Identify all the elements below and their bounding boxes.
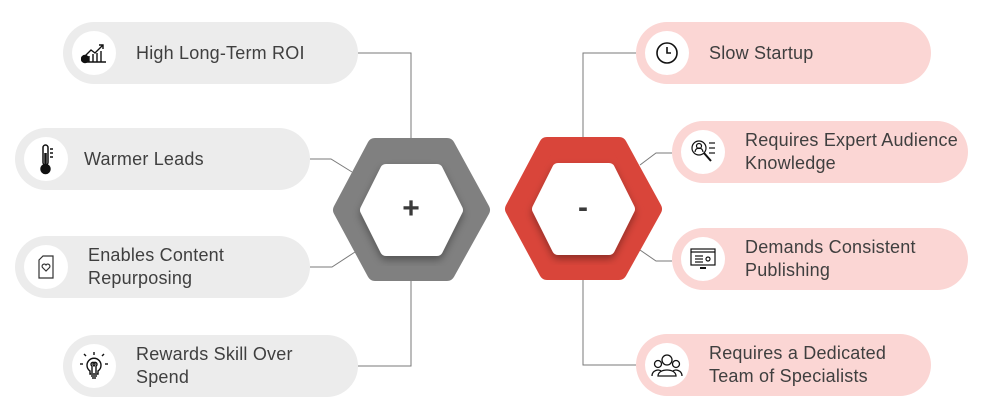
audience-search-icon xyxy=(681,130,725,174)
con-item-label: Requires a Dedicated Team of Specialists xyxy=(709,343,887,386)
pro-item-label: Enables Content Repurposing xyxy=(88,245,225,288)
connector-line xyxy=(358,280,412,367)
con-item-consistent-publishing: Demands Consistent Publishing xyxy=(672,228,968,290)
lightbulb-icon xyxy=(72,344,116,388)
con-item-label: Demands Consistent Publishing xyxy=(745,237,916,280)
con-item-audience-knowledge: Requires Expert Audience Knowledge xyxy=(672,121,968,183)
pro-item-label: Rewards Skill Over Spend xyxy=(136,344,293,387)
team-icon xyxy=(645,343,689,387)
cons-inner-hexagon xyxy=(532,163,635,255)
roi-chart-icon xyxy=(72,31,116,75)
pro-item-skill: Rewards Skill Over Spend xyxy=(63,335,358,397)
connector-line xyxy=(639,152,672,166)
connector-line xyxy=(582,279,636,366)
con-item-slow-startup: Slow Startup xyxy=(636,22,931,84)
connector-line xyxy=(582,52,636,139)
minus-symbol: - xyxy=(578,191,588,224)
pros-inner-hexagon xyxy=(360,164,463,256)
plus-symbol: + xyxy=(402,192,420,225)
document-heart-icon xyxy=(24,245,68,289)
pro-item-warmer-leads: Warmer Leads xyxy=(15,128,310,190)
pro-item-label: Warmer Leads xyxy=(84,148,204,169)
monitor-publishing-icon xyxy=(681,237,725,281)
pro-item-repurposing: Enables Content Repurposing xyxy=(15,236,310,298)
con-item-dedicated-team: Requires a Dedicated Team of Specialists xyxy=(636,334,931,396)
connector-line xyxy=(358,52,412,140)
connector-line xyxy=(310,158,353,173)
connector-line xyxy=(639,249,672,262)
con-item-label: Slow Startup xyxy=(709,42,814,63)
con-item-label: Requires Expert Audience Knowledge xyxy=(745,130,958,173)
clock-icon xyxy=(645,31,689,75)
thermometer-icon xyxy=(24,137,68,181)
connector-line xyxy=(310,251,356,268)
pro-item-roi: High Long-Term ROI xyxy=(63,22,358,84)
pro-item-label: High Long-Term ROI xyxy=(136,42,305,63)
